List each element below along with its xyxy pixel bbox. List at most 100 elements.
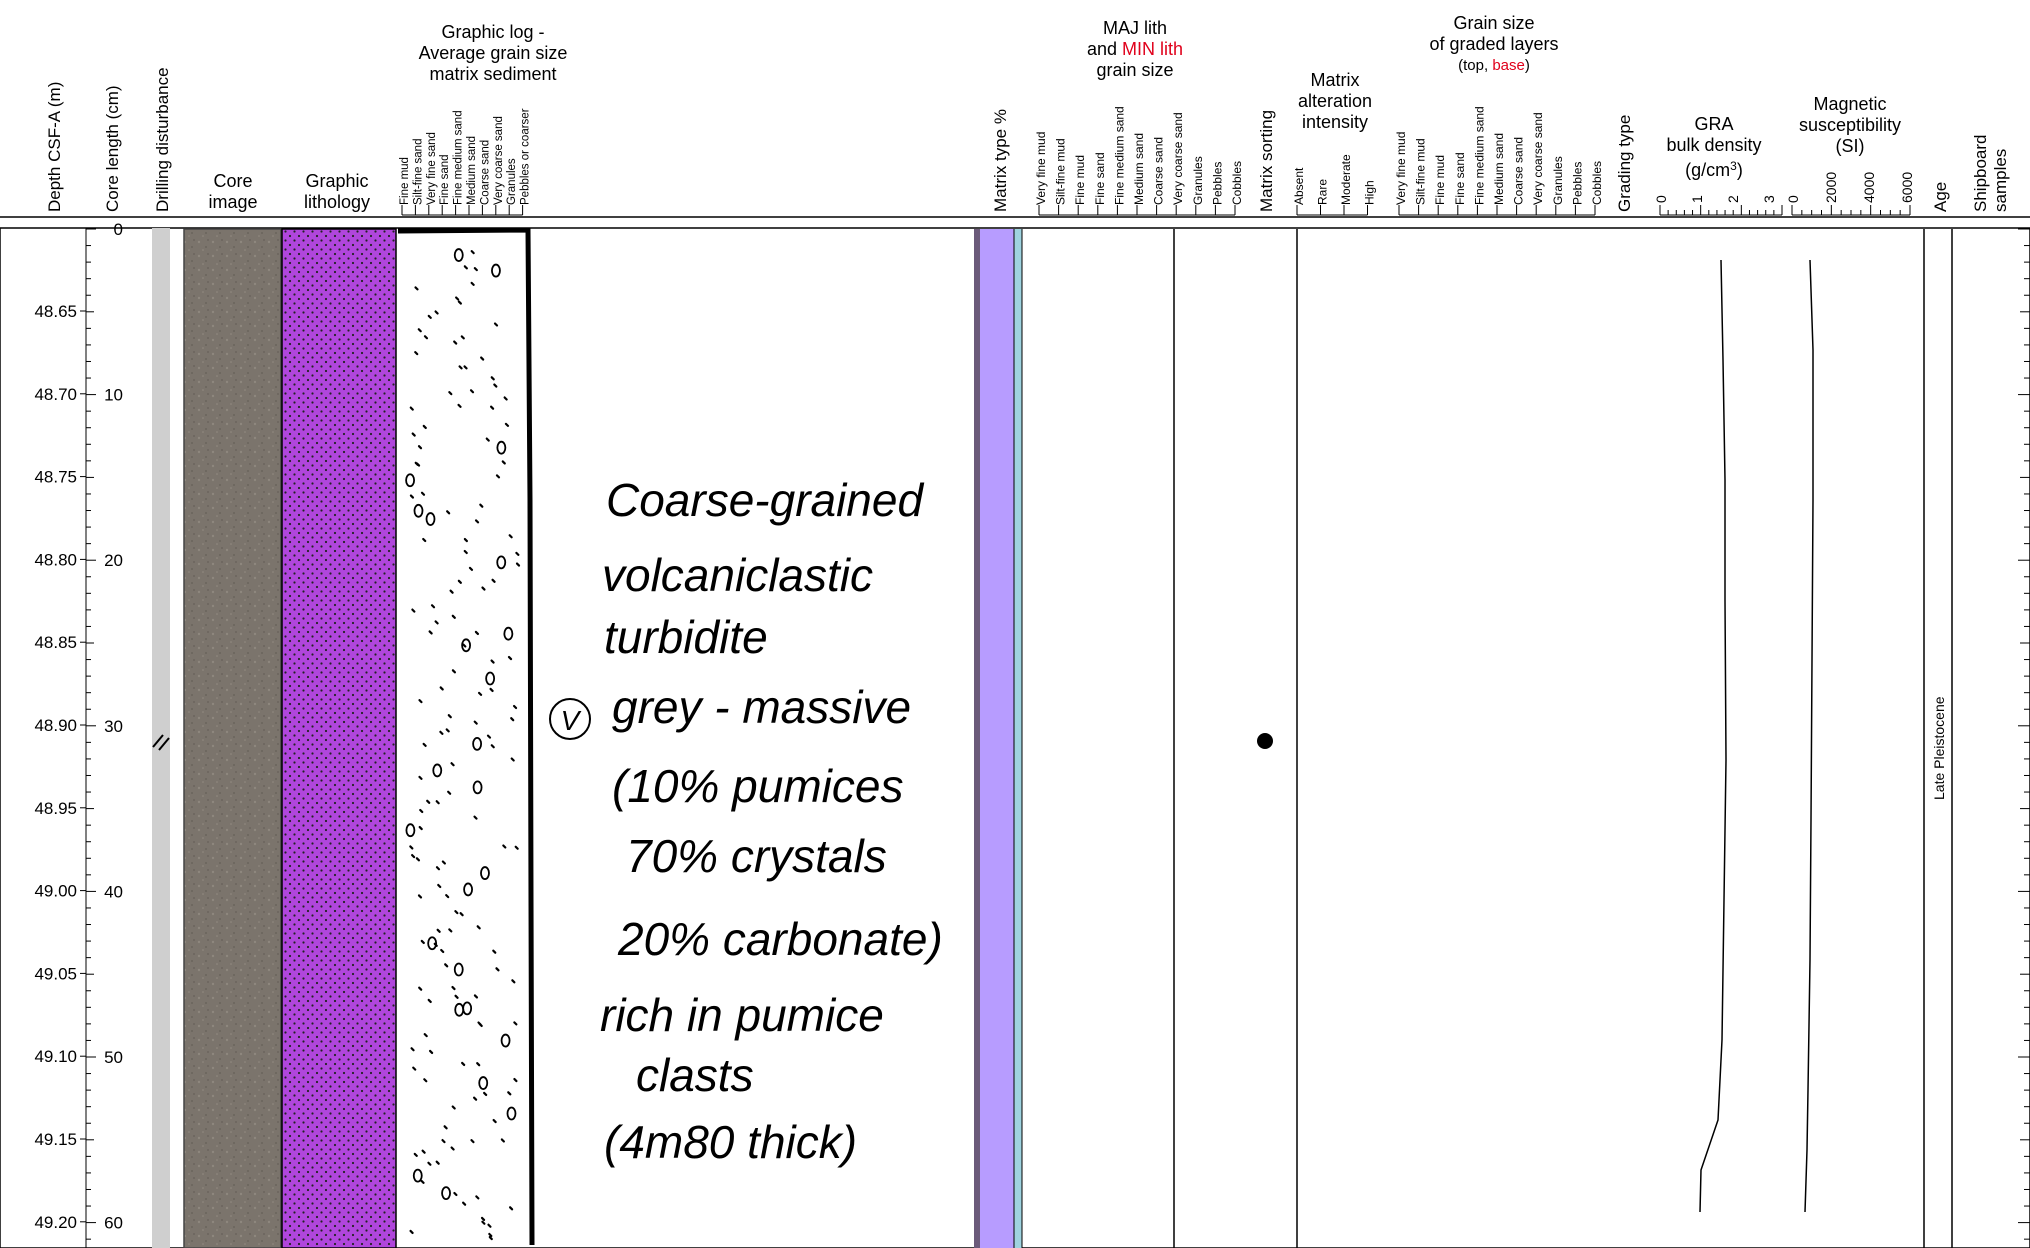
- grain-dot: [473, 720, 478, 725]
- grain-dot: [513, 1021, 518, 1026]
- grain-dot: [511, 979, 516, 984]
- grain-dot: [492, 949, 497, 954]
- graphic-log-scale-label: Medium sand: [466, 136, 478, 205]
- pumice-clast: [485, 671, 496, 686]
- depth-header: Depth CSF-A (m): [45, 82, 64, 212]
- description-line-3: turbidite: [604, 611, 768, 663]
- graded-scale-label: Granules: [1551, 156, 1565, 205]
- depth-label: 48.95: [34, 799, 77, 818]
- grain-dot: [462, 1201, 467, 1206]
- matrix-sorting-header: Matrix sorting: [1257, 110, 1276, 212]
- age-label: Late Pleistocene: [1931, 696, 1947, 800]
- grain-dot: [427, 314, 432, 319]
- grain-dot: [490, 744, 495, 749]
- grain-dot: [459, 912, 464, 917]
- graded-scale-label: Medium sand: [1492, 133, 1506, 205]
- depth-label: 48.70: [34, 385, 77, 404]
- grain-dot: [473, 267, 478, 272]
- gra-header-l2: bulk density: [1666, 135, 1761, 155]
- gra-header-l3: (g/cm3): [1685, 159, 1743, 180]
- pumice-clast: [472, 780, 483, 795]
- grain-dot: [421, 1149, 426, 1154]
- pumice-clast: [413, 503, 424, 518]
- maj-lith-scale-label: Fine mud: [1073, 155, 1087, 205]
- grain-dot: [418, 825, 423, 831]
- core-image-header-l1: Core: [213, 171, 252, 191]
- handwritten-description: Coarse-grained volcaniclastic turbidite …: [549, 474, 943, 1168]
- pumice-clast: [453, 962, 464, 977]
- depth-label: 49.20: [34, 1213, 77, 1232]
- grain-dot: [450, 1146, 455, 1151]
- grain-dot: [492, 1118, 497, 1124]
- grain-dot: [481, 586, 486, 591]
- matrix-type-header: Matrix type %: [991, 109, 1010, 212]
- grain-dot: [473, 815, 478, 820]
- grain-dot: [510, 717, 515, 722]
- maj-lith-scale-label: Cobbles: [1230, 161, 1244, 205]
- maj-lith-scale-label: Very fine mud: [1034, 132, 1048, 205]
- grain-dot: [477, 691, 483, 696]
- pumice-clast: [496, 440, 507, 455]
- graded-scale-label: Very coarse sand: [1531, 112, 1545, 205]
- grain-dot: [427, 1161, 432, 1166]
- alteration-scale-label: Rare: [1316, 179, 1330, 205]
- grain-dot: [476, 1062, 481, 1067]
- graded-header-l1: Grain size: [1453, 13, 1534, 33]
- graded-scale-label: Silt-fine mud: [1414, 138, 1428, 205]
- grain-dot: [457, 300, 462, 305]
- grain-dot: [469, 389, 475, 394]
- description-line-5: (10% pumices: [612, 760, 903, 812]
- graphic-log-outline: [397, 227, 535, 1246]
- grain-dot: [503, 396, 508, 401]
- pumice-clast: [503, 626, 514, 641]
- pumice-clast: [480, 866, 490, 880]
- grain-dot: [507, 655, 513, 661]
- grain-dot: [490, 659, 495, 664]
- shipboard-header-l1: Shipboard: [1971, 134, 1990, 212]
- grain-dot: [478, 1022, 483, 1028]
- graphic-log-scale-label: Fine mud: [399, 157, 411, 205]
- core-image: [183, 228, 282, 1248]
- grain-dot: [473, 1096, 478, 1101]
- log-frame: [0, 227, 2030, 1248]
- grain-dot: [453, 340, 458, 345]
- depth-label: 48.80: [34, 550, 77, 569]
- graphic-log-header-l2: Average grain size: [419, 43, 568, 63]
- grain-dot: [413, 1152, 418, 1157]
- grain-dot: [487, 1223, 492, 1228]
- pumice-clast: [491, 263, 501, 278]
- grain-dot: [434, 310, 439, 315]
- grain-dot: [418, 699, 423, 704]
- depth-label: 49.10: [34, 1047, 77, 1066]
- grain-dot: [495, 474, 501, 479]
- grain-dot: [474, 630, 480, 636]
- maj-lith-scale-label: Very coarse sand: [1171, 112, 1185, 205]
- graded-header-l2: of graded layers: [1429, 34, 1558, 54]
- graphic-log-scale-label: Fine medium sand: [453, 110, 465, 205]
- grain-dot: [418, 775, 423, 780]
- grain-dot: [435, 866, 441, 871]
- maj-lith-header-l1: MAJ lith: [1103, 18, 1167, 38]
- core-length-label: 50: [104, 1048, 123, 1067]
- pumice-clast: [405, 473, 415, 488]
- grain-dot: [435, 800, 440, 805]
- pumice-clast: [441, 1186, 451, 1201]
- grain-dot: [418, 986, 423, 991]
- description-line-4: grey - massive: [612, 681, 911, 733]
- grain-dot: [427, 998, 432, 1004]
- gra-header-l1: GRA: [1694, 114, 1733, 134]
- grain-dot: [447, 714, 452, 719]
- grain-dot: [470, 250, 475, 255]
- grain-dot: [410, 1047, 415, 1052]
- grain-dot: [443, 1125, 448, 1130]
- graphic-log-scale-label: Granules: [506, 158, 518, 205]
- pumice-clast: [506, 1106, 517, 1121]
- grain-dot: [449, 589, 454, 594]
- graded-scale-label: Cobbles: [1590, 161, 1604, 205]
